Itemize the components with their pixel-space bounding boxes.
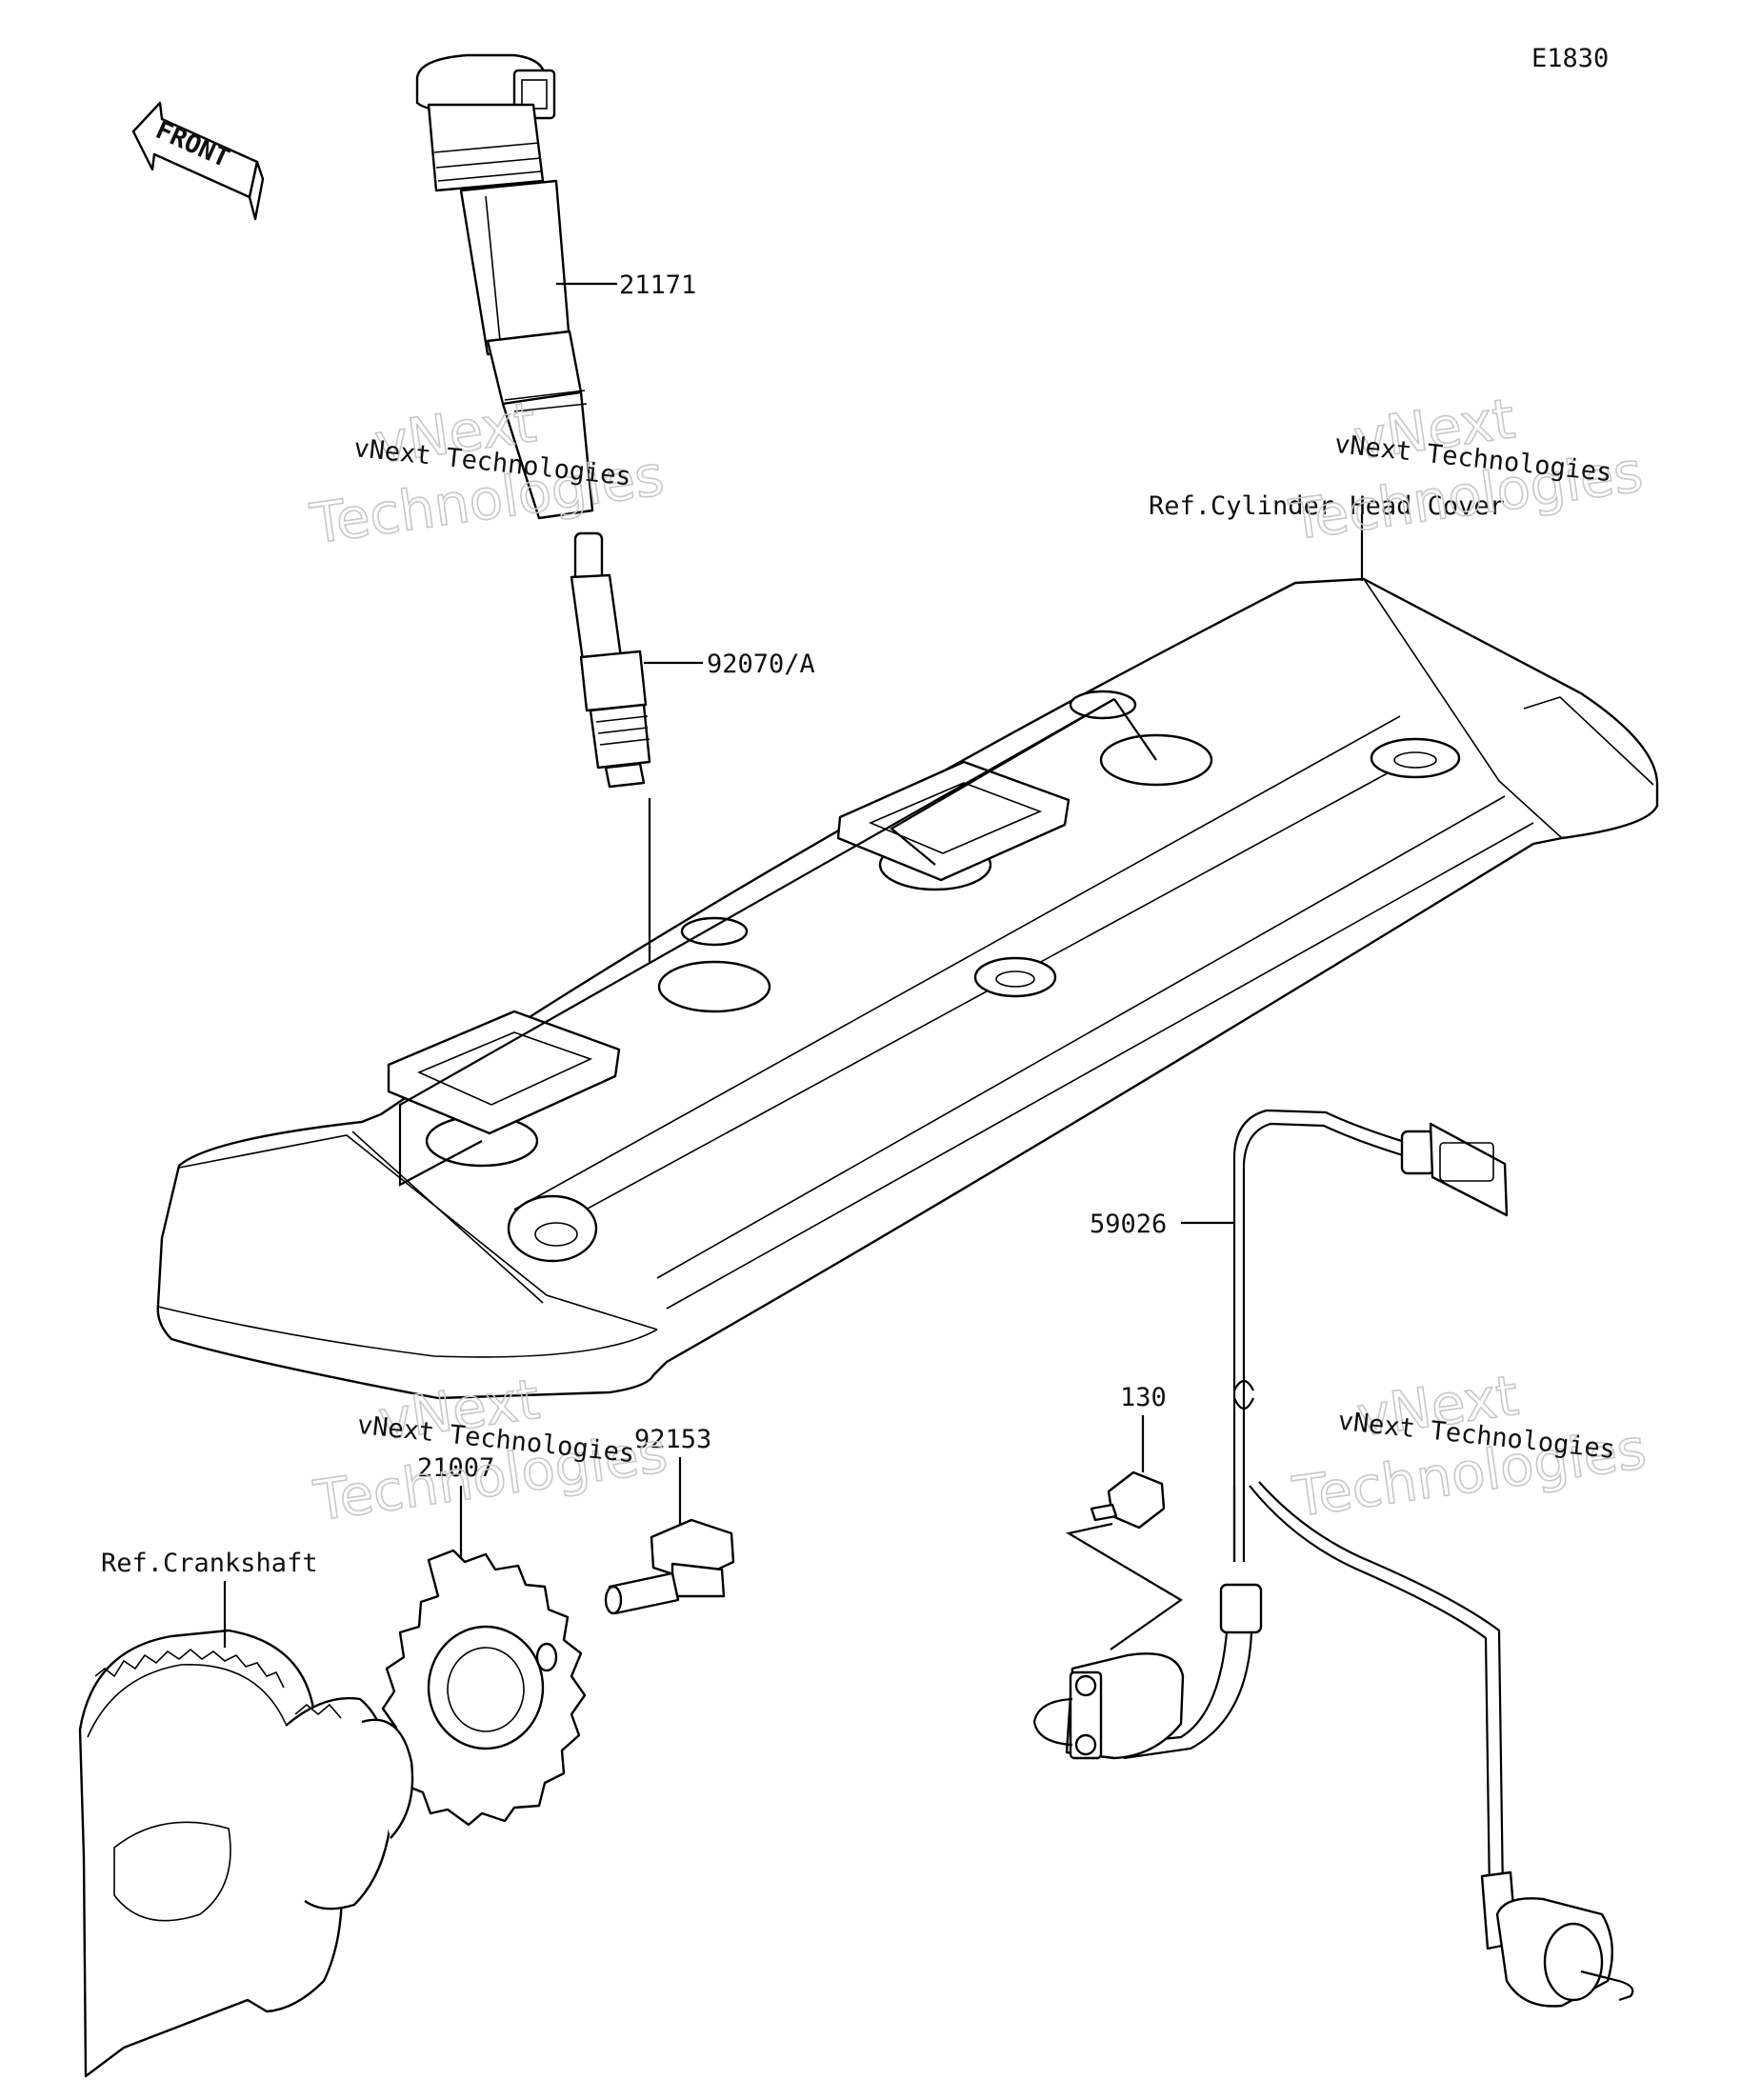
- ref-cylinder-head-cover: Ref.Cylinder Head Cover: [1149, 491, 1505, 521]
- cylinder-head-cover: [156, 577, 1659, 1400]
- wiring-lead: [1032, 1109, 1634, 2008]
- part-number-130: 130: [1120, 1383, 1167, 1412]
- diagram-code: E1830: [1531, 44, 1609, 73]
- part-number-21007: 21007: [417, 1453, 494, 1483]
- spark-plug: [570, 531, 651, 789]
- timing-rotor: [381, 1549, 587, 1827]
- crankshaft: [78, 1629, 414, 2078]
- part-number-59026: 59026: [1090, 1210, 1167, 1239]
- part-number-92153: 92153: [634, 1425, 711, 1454]
- ignition-coil: [415, 53, 594, 520]
- front-arrow-icon: FRONT: [131, 101, 265, 221]
- part-number-92070A: 92070/A: [707, 650, 815, 679]
- leader-130-group: [1066, 1522, 1184, 1650]
- cover-leaders: [398, 514, 1364, 1187]
- watermark-4: vNext Technologies vNext Technologies: [1288, 1362, 1651, 1530]
- part-number-21171: 21171: [619, 270, 696, 300]
- watermark-1: vNext Technologies vNext Technologies: [306, 389, 669, 557]
- bolt-small: [1090, 1470, 1166, 1530]
- ref-crankshaft: Ref.Crankshaft: [101, 1549, 318, 1578]
- flange-bolt: [604, 1518, 735, 1615]
- watermark-2: vNext Technologies vNext Technologies: [1285, 385, 1648, 553]
